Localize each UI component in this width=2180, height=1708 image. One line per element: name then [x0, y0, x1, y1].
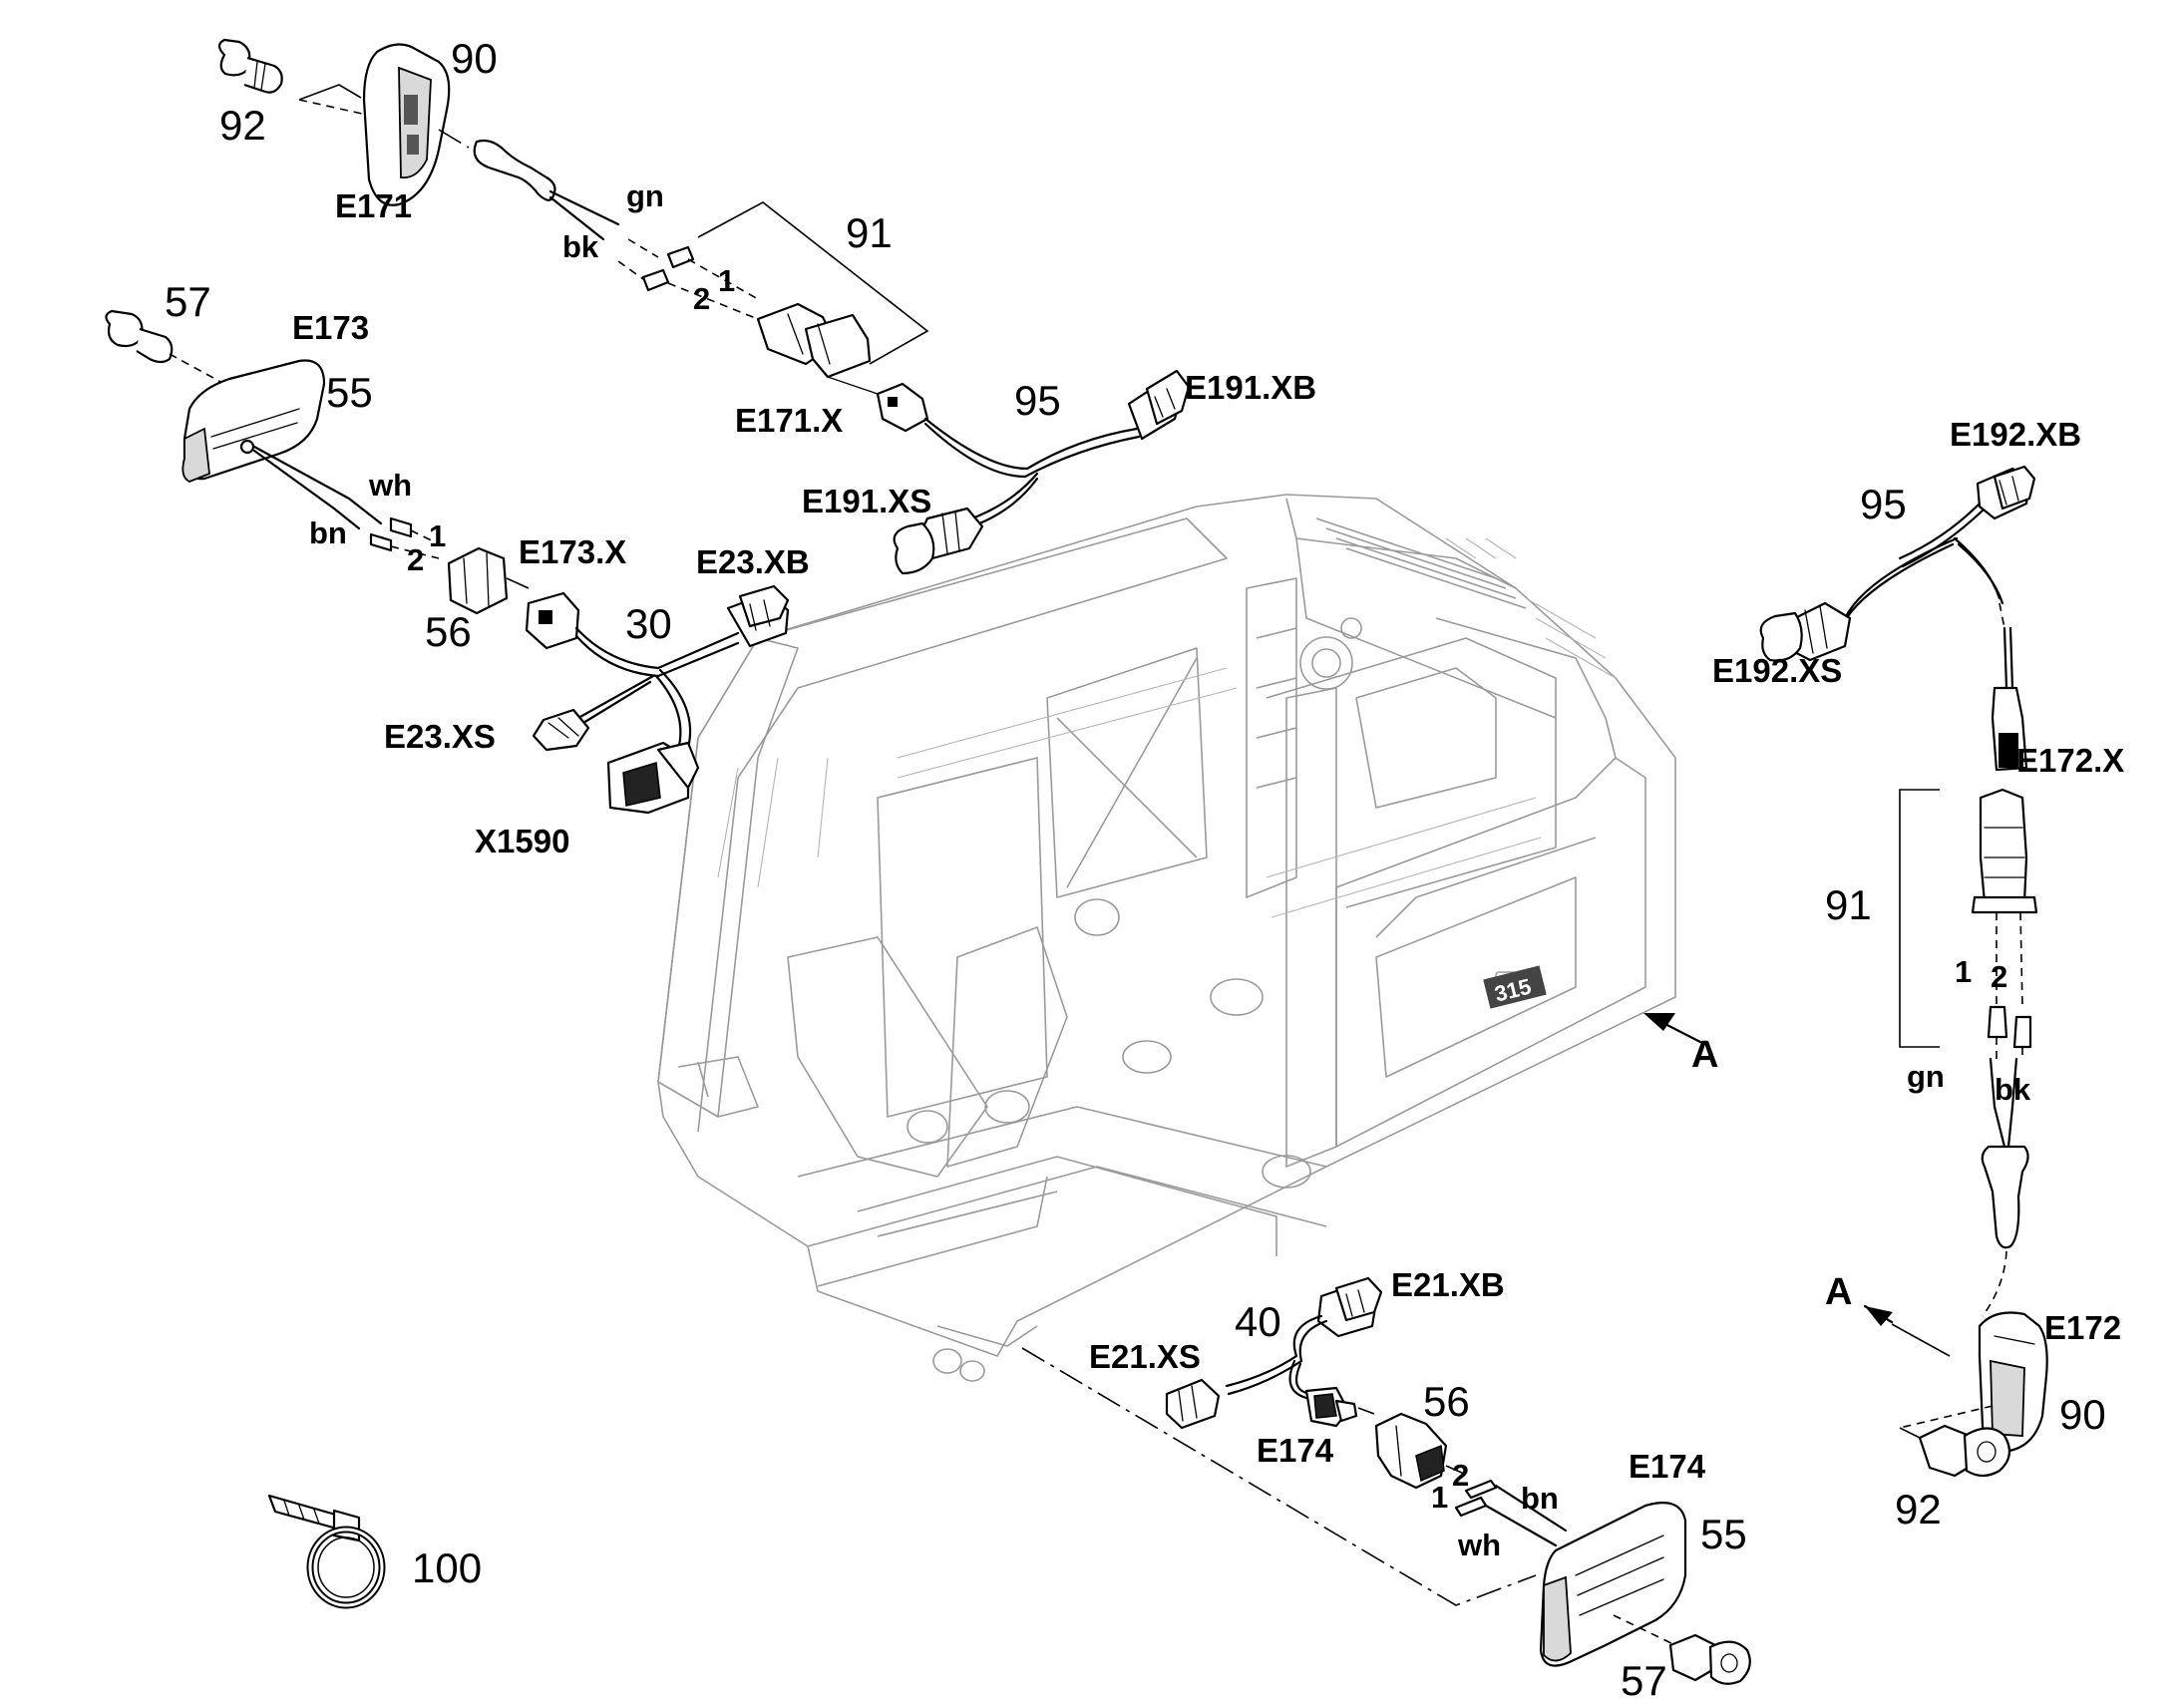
harness-95-top: [876, 369, 1191, 575]
harness-40: [1165, 1276, 1383, 1430]
callout-55-bottom: 55: [1700, 1511, 1747, 1557]
code-E21XB: E21.XB: [1391, 1266, 1505, 1303]
cable-E171: [473, 139, 620, 241]
callout-91-top: 91: [846, 209, 893, 256]
screw-92-top: [217, 38, 283, 94]
machine-frame-illustration: 315: [657, 494, 1676, 1382]
callout-91-right: 91: [1825, 881, 1872, 928]
view-marker-A-lower: A: [1825, 1271, 1852, 1313]
wire-bk-top: bk: [562, 229, 599, 264]
callout-92-top: 92: [219, 102, 266, 149]
callout-92-right: 92: [1895, 1486, 1942, 1533]
pin-2-top: 2: [693, 281, 710, 316]
lamp-E171: [362, 43, 451, 206]
code-E174-lamp: E174: [1629, 1448, 1706, 1485]
code-E173: E173: [292, 309, 369, 346]
labels: 90 92 E171 gn bk 1 2 91 57 E173 55 E171.…: [165, 35, 2124, 1704]
pin-terminals-left: [369, 516, 413, 552]
pin-2-bottom: 2: [1452, 1458, 1469, 1493]
screw-57-bottom: [1668, 1633, 1751, 1685]
cable-E172: [1981, 1145, 2029, 1249]
code-E172: E172: [2044, 1309, 2121, 1346]
pin-terminals-top: [617, 238, 759, 320]
pin-2-left: 2: [407, 542, 424, 577]
callout-95-right: 95: [1860, 481, 1907, 527]
code-E191XB: E191.XB: [1185, 369, 1316, 406]
callout-56-bottom: 56: [1423, 1378, 1470, 1425]
callout-100: 100: [412, 1544, 482, 1591]
view-marker-A-right: A: [1691, 1034, 1718, 1076]
callout-40: 40: [1235, 1298, 1281, 1345]
wire-wh-left: wh: [368, 468, 412, 503]
code-E23XB: E23.XB: [696, 543, 810, 580]
callout-95-top: 95: [1014, 377, 1061, 424]
pin-2-right: 2: [1991, 959, 2007, 994]
callout-56-left: 56: [425, 608, 472, 655]
callout-30: 30: [625, 600, 672, 647]
pin-terminals-right: [1987, 1005, 2032, 1049]
pin-terminals-bottom: [1454, 1479, 1498, 1518]
code-E174-connector: E174: [1257, 1432, 1334, 1469]
code-E21XS: E21.XS: [1089, 1338, 1201, 1375]
callout-90-top: 90: [451, 35, 498, 82]
code-E23XS: E23.XS: [384, 718, 496, 755]
machine-badge: 315: [1483, 965, 1547, 1009]
pin-1-right: 1: [1955, 954, 1972, 989]
screw-57-left: [105, 309, 174, 364]
wire-bn-bottom: bn: [1521, 1481, 1559, 1516]
plug-56-left: [447, 546, 509, 615]
pin-1-bottom: 1: [1431, 1480, 1448, 1515]
callout-55-left: 55: [326, 369, 373, 416]
harness-30: [525, 584, 790, 815]
wire-bk-right: bk: [1995, 1072, 2031, 1107]
lamp-E174: [1539, 1502, 1687, 1667]
code-E192XS: E192.XS: [1712, 652, 1842, 689]
lamp-E173: [182, 359, 326, 483]
wire-bn-left: bn: [309, 515, 347, 550]
code-E172X: E172.X: [2016, 742, 2124, 779]
code-E171: E171: [335, 187, 412, 224]
code-E171X: E171.X: [735, 402, 843, 439]
wire-gn-top: gn: [626, 178, 664, 213]
wire-wh-bottom: wh: [1457, 1528, 1501, 1562]
plug-91-right: [1971, 788, 2038, 914]
code-X1590: X1590: [475, 823, 569, 859]
connector-E172X: [1991, 686, 2028, 772]
screw-92-right: [1918, 1424, 2011, 1478]
pin-1-left: 1: [429, 518, 446, 553]
harness-95-right: [1759, 465, 2036, 662]
code-E173X: E173.X: [519, 533, 626, 570]
code-E192XB: E192.XB: [1950, 416, 2081, 453]
pin-1-top: 1: [718, 263, 735, 298]
arrow-A-right: [1643, 1013, 1675, 1031]
wire-gn-right: gn: [1907, 1059, 1945, 1094]
callout-57-left: 57: [165, 278, 211, 325]
plug-56-bottom: [1374, 1412, 1448, 1490]
callout-57-bottom: 57: [1621, 1657, 1667, 1704]
connector-E171X: [756, 302, 872, 379]
cable-tie-100: [267, 1494, 386, 1609]
callout-90-right: 90: [2059, 1391, 2106, 1438]
code-E191XS: E191.XS: [802, 483, 931, 519]
